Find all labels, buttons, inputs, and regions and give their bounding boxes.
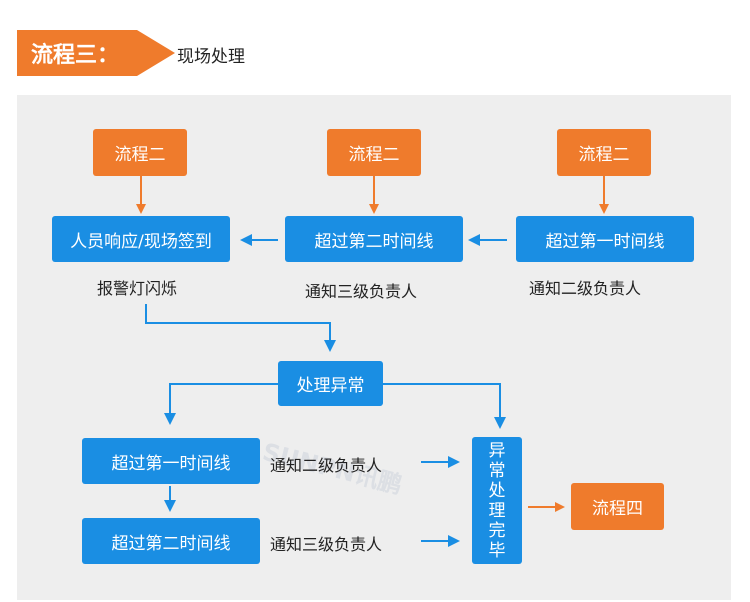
arrow-alarm-to-handle (145, 304, 336, 352)
section-subtitle: 现场处理 (177, 47, 245, 67)
source-box-3: 流程二 (557, 129, 651, 176)
lower-first-timeline-box: 超过第一时间线 (82, 438, 260, 484)
done-char: 异 (488, 440, 506, 461)
done-char: 理 (488, 500, 506, 521)
arrow-handle-to-first (164, 383, 278, 425)
section-tab-shape (17, 30, 175, 76)
done-char: 毕 (488, 540, 506, 561)
response-box: 人员响应/现场签到 (52, 216, 230, 262)
lower-notify-level3-note: 通知三级负责人 (270, 535, 383, 554)
done-char: 常 (488, 460, 506, 481)
notify-level3-note: 通知三级负责人 (305, 282, 418, 301)
section-tab: 流程三： (17, 30, 177, 76)
source-box-2: 流程二 (327, 129, 421, 176)
lower-second-timeline-box: 超过第二时间线 (82, 518, 260, 564)
second-timeline-box: 超过第二时间线 (285, 216, 463, 262)
done-char: 完 (488, 520, 506, 541)
alarm-note: 报警灯闪烁 (97, 279, 178, 298)
done-char: 处 (488, 480, 506, 501)
next-process-box: 流程四 (571, 483, 664, 530)
section-title: 流程三： (31, 43, 120, 68)
notify-level2-note: 通知二级负责人 (529, 279, 642, 298)
done-box: 异 常 处 理 完 毕 (472, 437, 522, 564)
first-timeline-box: 超过第一时间线 (516, 216, 694, 262)
arrow-handle-to-done (383, 383, 506, 429)
handle-box: 处理异常 (278, 361, 383, 406)
source-box-1: 流程二 (93, 129, 187, 176)
lower-notify-level2-note: 通知二级负责人 (270, 456, 383, 475)
